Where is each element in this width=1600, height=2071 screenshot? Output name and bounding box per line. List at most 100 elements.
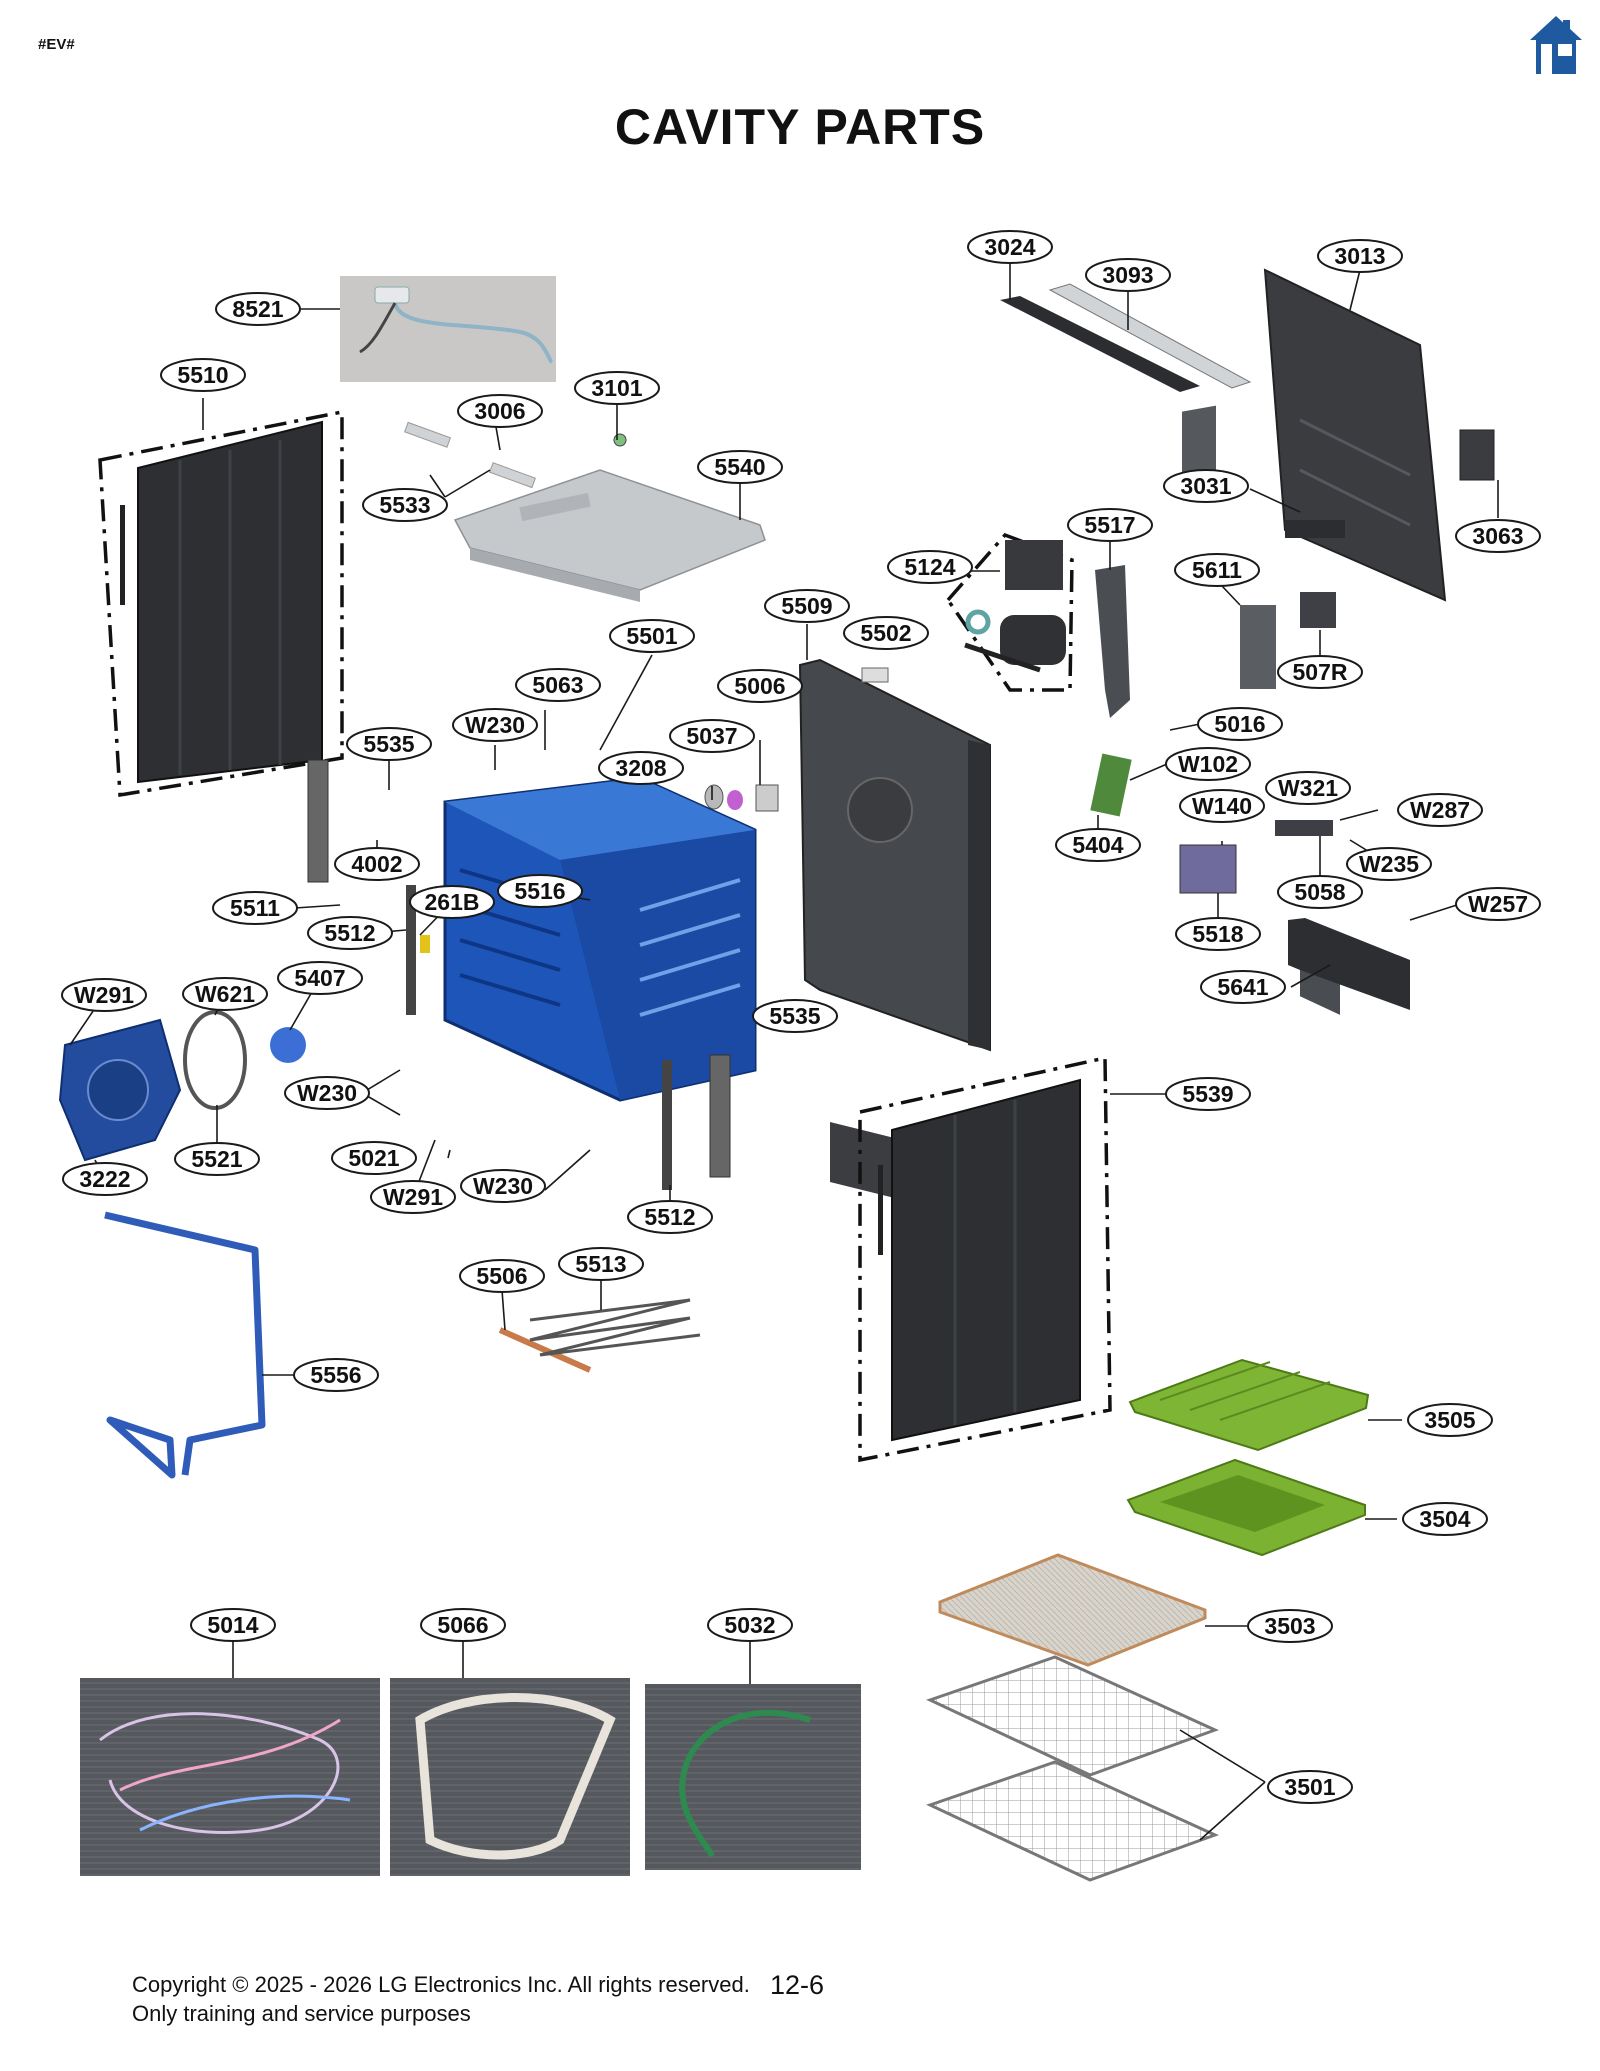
callout-W621[interactable]: W621: [182, 977, 268, 1011]
svg-text:3505: 3505: [1424, 1407, 1475, 1433]
callout-507R[interactable]: 507R: [1277, 655, 1363, 689]
part-3505-broil-pan-grid: [1128, 1358, 1370, 1452]
callout-5535-right[interactable]: 5535: [752, 999, 838, 1033]
callout-5521[interactable]: 5521: [174, 1142, 260, 1176]
callout-W230-bottom[interactable]: W230: [460, 1169, 546, 1203]
callout-5063[interactable]: 5063: [515, 668, 601, 702]
svg-text:5533: 5533: [379, 492, 430, 518]
callout-W230-top[interactable]: W230: [452, 708, 538, 742]
callout-3208[interactable]: 3208: [598, 751, 684, 785]
callout-5611[interactable]: 5611: [1174, 553, 1260, 587]
callout-5533[interactable]: 5533: [362, 488, 448, 522]
callout-5641[interactable]: 5641: [1200, 970, 1286, 1004]
svg-text:3208: 3208: [615, 755, 666, 781]
callout-3504[interactable]: 3504: [1402, 1502, 1488, 1536]
svg-text:W230: W230: [473, 1173, 533, 1199]
svg-text:4002: 4002: [351, 851, 402, 877]
callout-W291-bottom[interactable]: W291: [370, 1180, 456, 1214]
svg-text:5506: 5506: [476, 1263, 527, 1289]
svg-text:W230: W230: [465, 712, 525, 738]
callout-3006[interactable]: 3006: [457, 394, 543, 428]
callout-5506[interactable]: 5506: [459, 1259, 545, 1293]
callout-3031[interactable]: 3031: [1163, 469, 1249, 503]
callout-5513[interactable]: 5513: [558, 1247, 644, 1281]
callout-3093[interactable]: 3093: [1085, 258, 1171, 292]
callout-W230-mid[interactable]: W230: [284, 1076, 370, 1110]
part-8521-sensor-photo: [340, 276, 556, 382]
svg-text:5510: 5510: [177, 362, 228, 388]
svg-text:W287: W287: [1410, 797, 1470, 823]
callout-5535-left[interactable]: 5535: [346, 727, 432, 761]
svg-text:5641: 5641: [1217, 974, 1268, 1000]
callout-3024[interactable]: 3024: [967, 230, 1053, 264]
callout-5058[interactable]: 5058: [1277, 875, 1363, 909]
callout-5404[interactable]: 5404: [1055, 828, 1141, 862]
callout-5509[interactable]: 5509: [764, 589, 850, 623]
callout-5032[interactable]: 5032: [707, 1608, 793, 1642]
callout-W291-left[interactable]: W291: [61, 978, 147, 1012]
svg-text:3501: 3501: [1284, 1774, 1335, 1800]
callout-5512-left[interactable]: 5512: [307, 916, 393, 950]
callout-4002[interactable]: 4002: [334, 847, 420, 881]
svg-text:5021: 5021: [348, 1145, 399, 1171]
callout-5021[interactable]: 5021: [331, 1141, 417, 1175]
part-callouts: 8521 5510 3006 3101 5533 5540 3024 3093 …: [61, 230, 1541, 1804]
callout-5037[interactable]: 5037: [669, 719, 755, 753]
svg-text:W235: W235: [1359, 851, 1419, 877]
callout-5556[interactable]: 5556: [293, 1358, 379, 1392]
callout-261B[interactable]: 261B: [409, 885, 495, 919]
callout-W102[interactable]: W102: [1165, 747, 1251, 781]
part-3504-broil-pan: [1126, 1458, 1366, 1557]
callout-W235[interactable]: W235: [1346, 847, 1432, 881]
callout-3503[interactable]: 3503: [1247, 1609, 1333, 1643]
home-button[interactable]: [1528, 14, 1584, 76]
callout-5540[interactable]: 5540: [697, 450, 783, 484]
callout-3013[interactable]: 3013: [1317, 239, 1403, 273]
callout-8521[interactable]: 8521: [215, 292, 301, 326]
page-number: 12-6: [770, 1970, 825, 2000]
callout-3101[interactable]: 3101: [574, 371, 660, 405]
callout-3505[interactable]: 3505: [1407, 1403, 1493, 1437]
part-5506-5513-bake-element: [498, 1298, 701, 1373]
callout-5066[interactable]: 5066: [420, 1608, 506, 1642]
callout-5016[interactable]: 5016: [1197, 707, 1283, 741]
part-5510-left-side-panel: [98, 409, 344, 798]
callout-5516[interactable]: 5516: [497, 874, 583, 908]
svg-text:507R: 507R: [1293, 659, 1348, 685]
callout-5539[interactable]: 5539: [1165, 1077, 1251, 1111]
callout-5501[interactable]: 5501: [609, 619, 695, 653]
callout-5502[interactable]: 5502: [843, 616, 929, 650]
callout-5407[interactable]: 5407: [277, 961, 363, 995]
svg-text:261B: 261B: [425, 889, 480, 915]
usage-notice: Only training and service purposes: [132, 2001, 471, 2026]
svg-text:5509: 5509: [781, 593, 832, 619]
callout-5014[interactable]: 5014: [190, 1608, 276, 1642]
callout-5006[interactable]: 5006: [717, 669, 803, 703]
svg-text:5511: 5511: [230, 895, 280, 921]
part-3503-air-fry-tray: [938, 1553, 1207, 1667]
callout-5518[interactable]: 5518: [1175, 917, 1261, 951]
callout-W321[interactable]: W321: [1265, 771, 1351, 805]
svg-text:5540: 5540: [714, 454, 765, 480]
part-5404-5058-5518-5641: [1090, 753, 1410, 1010]
callout-3501[interactable]: 3501: [1267, 1770, 1353, 1804]
part-oven-cavity: [443, 776, 757, 1102]
callout-5517[interactable]: 5517: [1067, 508, 1153, 542]
part-5502-5006-5037-3208: [704, 667, 889, 812]
callout-W257[interactable]: W257: [1455, 887, 1541, 921]
svg-text:5066: 5066: [437, 1612, 488, 1638]
callout-3063[interactable]: 3063: [1455, 519, 1541, 553]
callout-5124[interactable]: 5124: [887, 550, 973, 584]
svg-text:3024: 3024: [984, 234, 1035, 260]
svg-text:3031: 3031: [1180, 473, 1231, 499]
callout-5510[interactable]: 5510: [160, 358, 246, 392]
callout-W140[interactable]: W140: [1179, 789, 1265, 823]
svg-text:5501: 5501: [626, 623, 677, 649]
svg-text:W291: W291: [74, 982, 134, 1008]
callout-3222[interactable]: 3222: [62, 1162, 148, 1196]
callout-W287[interactable]: W287: [1397, 793, 1483, 827]
callout-5511[interactable]: 5511: [212, 891, 298, 925]
svg-text:5404: 5404: [1072, 832, 1123, 858]
callout-5512-right[interactable]: 5512: [627, 1200, 713, 1234]
